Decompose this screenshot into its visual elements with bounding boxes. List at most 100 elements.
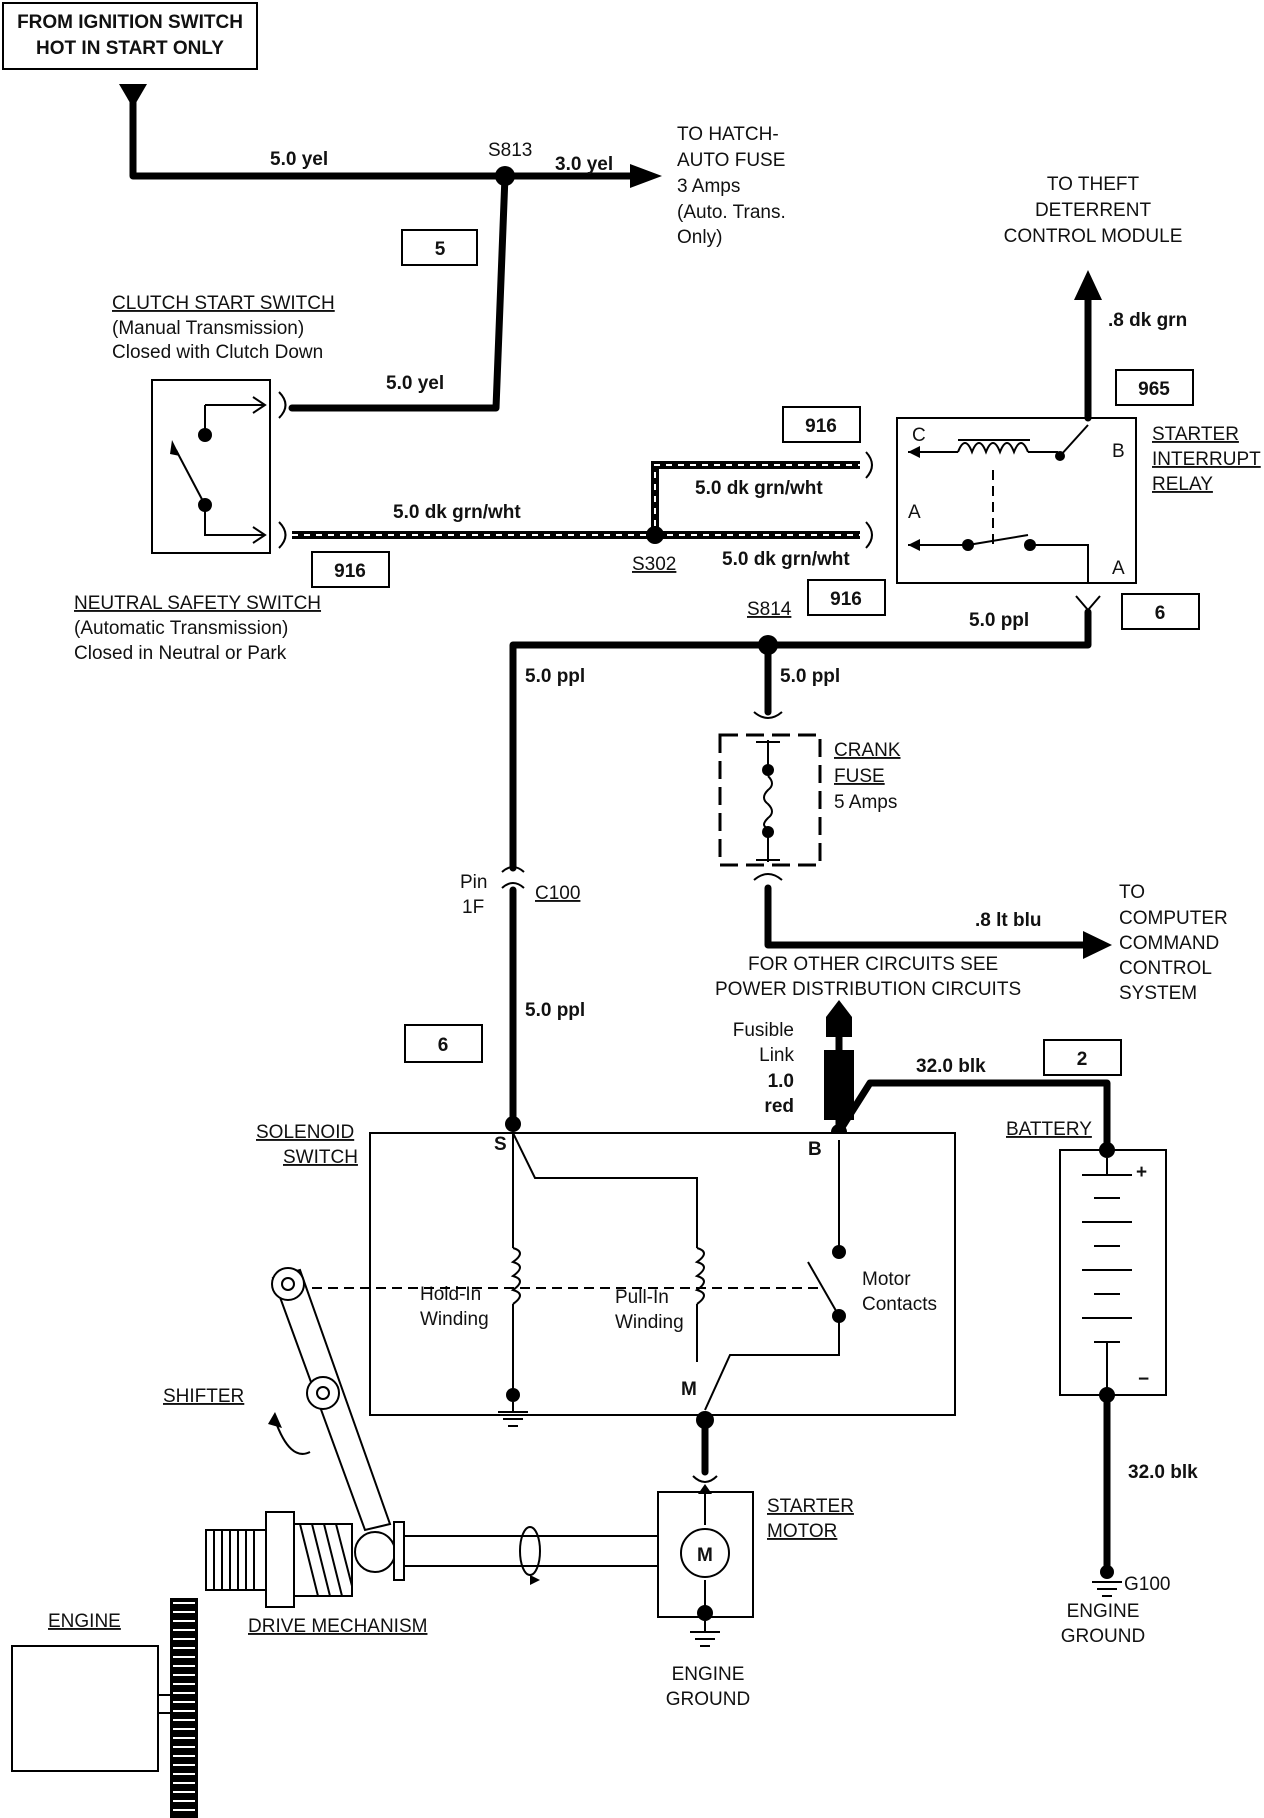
battery-positive-terminal bbox=[1099, 1142, 1115, 1158]
safety-switch-symbol bbox=[151, 379, 287, 554]
ref-box-6-left bbox=[404, 1024, 483, 1063]
hatch-line-2: AUTO FUSE bbox=[677, 150, 785, 171]
power-dist-line-1: FOR OTHER CIRCUITS SEE bbox=[748, 954, 998, 975]
g100-ground-icon bbox=[1092, 1565, 1122, 1597]
motor-contacts-line-1: Motor bbox=[862, 1269, 911, 1290]
crank-fuse-line-3: 5 Amps bbox=[834, 792, 897, 813]
solenoid-switch: SOLENOID SWITCH S B M Hold-In Winding Pu… bbox=[256, 1122, 956, 1427]
wire-label-dkgrnwht-a: 5.0 dk grn/wht bbox=[393, 502, 521, 523]
battery-minus: − bbox=[1138, 1369, 1149, 1390]
relay-pin-c: C bbox=[912, 425, 926, 446]
starter-motor: M STARTER MOTOR bbox=[657, 1484, 854, 1647]
hatch-destination: TO HATCH- AUTO FUSE 3 Amps (Auto. Trans.… bbox=[677, 124, 786, 248]
wire-blk-battery-positive bbox=[835, 1079, 1111, 1152]
theft-line-1: TO THEFT bbox=[1047, 174, 1140, 195]
clutch-line-2: (Manual Transmission) bbox=[112, 318, 304, 339]
wire-ltblu-computer bbox=[764, 884, 1089, 949]
engine-ground-right-line-2: GROUND bbox=[1061, 1626, 1145, 1647]
ignition-line-2: HOT IN START ONLY bbox=[36, 38, 224, 59]
relay-pin-a-right: A bbox=[1112, 558, 1125, 579]
switch-top-arrow-icon bbox=[205, 396, 267, 414]
drive-shaft bbox=[394, 1535, 658, 1567]
wire-label-blk-bottom: 32.0 blk bbox=[1128, 1462, 1198, 1483]
computer-line-4: CONTROL bbox=[1119, 958, 1212, 979]
hatch-line-1: TO HATCH- bbox=[677, 124, 779, 145]
pull-in-line-2: Winding bbox=[615, 1312, 684, 1333]
hold-in-winding-icon bbox=[510, 1247, 521, 1305]
clutch-line-3: Closed with Clutch Down bbox=[112, 342, 323, 363]
hatch-arrow-icon bbox=[630, 164, 662, 188]
theft-arrow-icon bbox=[1074, 270, 1102, 300]
starter-interrupt-relay: C B A A bbox=[896, 417, 1137, 584]
neutral-title: NEUTRAL SAFETY SWITCH bbox=[74, 593, 321, 614]
wire-label-yel-5-switch: 5.0 yel bbox=[386, 373, 444, 394]
ref-box-6-right bbox=[1121, 593, 1200, 630]
shifter: SHIFTER bbox=[163, 1267, 392, 1532]
crank-fuse-connector-top-icon bbox=[753, 711, 783, 719]
solenoid-pin-b: B bbox=[808, 1139, 822, 1160]
pull-in-line-1: Pull-In bbox=[615, 1287, 669, 1308]
relay-pin-b: B bbox=[1112, 441, 1125, 462]
drive-mechanism: DRIVE MECHANISM bbox=[205, 1511, 658, 1637]
connector-c100-icon bbox=[501, 866, 525, 889]
relay-label: STARTER INTERRUPT RELAY bbox=[1152, 424, 1261, 495]
relay-c-connector-icon bbox=[865, 451, 873, 479]
wire-label-blk-top: 32.0 blk bbox=[916, 1056, 986, 1077]
g100-label: G100 bbox=[1124, 1574, 1170, 1595]
power-dist-line-2: POWER DISTRIBUTION CIRCUITS bbox=[715, 979, 1021, 1000]
computer-destination: TO COMPUTER COMMAND CONTROL SYSTEM bbox=[1119, 882, 1228, 1004]
shifter-label: SHIFTER bbox=[163, 1386, 244, 1407]
crank-fuse-line-2: FUSE bbox=[834, 766, 885, 787]
engine-ground-center-line-2: GROUND bbox=[666, 1689, 750, 1710]
theft-line-3: CONTROL MODULE bbox=[1004, 226, 1183, 247]
motor-contacts-line-2: Contacts bbox=[862, 1294, 937, 1315]
relay-coil-icon bbox=[957, 442, 1029, 455]
wire-label-ppl-relay: 5.0 ppl bbox=[969, 610, 1029, 631]
ref-box-965-label: 965 bbox=[1138, 379, 1170, 400]
motor-icon bbox=[680, 1528, 730, 1578]
theft-line-2: DETERRENT bbox=[1035, 200, 1152, 221]
clutch-connector-icon bbox=[278, 391, 287, 419]
relay-line-1: STARTER bbox=[1152, 424, 1239, 445]
wire-label-ltblu: .8 lt blu bbox=[975, 910, 1042, 931]
solenoid-pin-s: S bbox=[494, 1134, 507, 1155]
starter-motor-line-1: STARTER bbox=[767, 1496, 854, 1517]
hatch-line-3: 3 Amps bbox=[677, 176, 740, 197]
computer-line-3: COMMAND bbox=[1119, 933, 1219, 954]
engine: ENGINE bbox=[11, 1598, 198, 1818]
pinion-gear bbox=[205, 1529, 267, 1591]
relay-line-3: RELAY bbox=[1152, 474, 1213, 495]
drive-collar bbox=[265, 1511, 295, 1608]
battery-cells-icon bbox=[1082, 1158, 1132, 1392]
wire-yel-ignition bbox=[129, 91, 509, 180]
wire-label-yel-3: 3.0 yel bbox=[555, 154, 613, 175]
wire-dkgrnwht-switch bbox=[292, 461, 860, 539]
ref-box-5 bbox=[401, 229, 478, 266]
pull-in-winding-icon bbox=[694, 1247, 705, 1305]
ref-box-2 bbox=[1043, 1039, 1122, 1076]
relay-a-connector-icon bbox=[865, 521, 873, 549]
ref-box-2-label: 2 bbox=[1077, 1049, 1088, 1070]
splice-s302-dot bbox=[646, 526, 664, 544]
wire-label-dkgrnwht-c: 5.0 dk grn/wht bbox=[722, 549, 850, 570]
wire-label-yel-5-top: 5.0 yel bbox=[270, 149, 328, 170]
ignition-source: FROM IGNITION SWITCH HOT IN START ONLY bbox=[2, 2, 258, 108]
theft-destination: TO THEFT DETERRENT CONTROL MODULE bbox=[1004, 174, 1183, 247]
starter-motor-m: M bbox=[697, 1545, 713, 1566]
crank-fuse-box bbox=[718, 733, 822, 867]
wire-label-ppl-fuse: 5.0 ppl bbox=[780, 666, 840, 687]
neutral-connector-icon bbox=[278, 521, 287, 549]
fusible-link-label: Fusible Link 1.0 red bbox=[733, 1020, 795, 1117]
switch-arm-arrow-icon bbox=[170, 440, 180, 456]
battery-plus: + bbox=[1136, 1162, 1147, 1183]
engine-ground-center-line-1: ENGINE bbox=[672, 1664, 745, 1685]
ref-box-5-label: 5 bbox=[435, 239, 446, 260]
hold-in-line-2: Winding bbox=[420, 1309, 489, 1330]
switch-arm bbox=[175, 449, 206, 506]
switch-contact-top bbox=[198, 428, 212, 442]
solenoid-line-1: SOLENOID bbox=[256, 1122, 354, 1143]
ref-box-916-mid bbox=[807, 579, 886, 616]
engine-ground-right-line-1: ENGINE bbox=[1067, 1601, 1140, 1622]
computer-line-5: SYSTEM bbox=[1119, 983, 1197, 1004]
starter-connector-icon bbox=[692, 1475, 718, 1483]
